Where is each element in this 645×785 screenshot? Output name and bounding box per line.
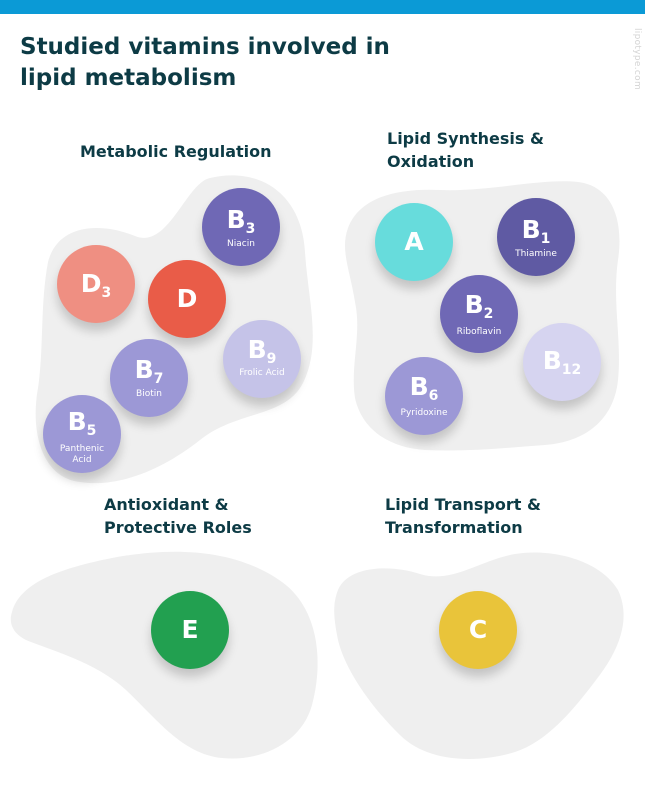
vitamin-b6-name: Pyridoxine bbox=[400, 408, 448, 418]
vitamin-d-letter: D bbox=[176, 284, 198, 313]
vitamin-d-circle: D bbox=[148, 260, 226, 338]
vitamin-b1-name: Thiamine bbox=[515, 249, 557, 259]
vitamin-b3-name: Niacin bbox=[227, 239, 255, 249]
vitamin-b2-name: Riboflavin bbox=[456, 327, 502, 337]
vitamin-b12-subscript: 12 bbox=[561, 362, 582, 378]
vitamin-d3-letter: D bbox=[80, 269, 102, 298]
vitamin-b6-circle: B6 Pyridoxine bbox=[385, 357, 463, 435]
vitamin-e-letter: E bbox=[181, 615, 199, 644]
vitamin-c-letter: C bbox=[468, 615, 488, 644]
vitamin-e-circle: E bbox=[151, 591, 229, 669]
vitamin-b2-letter: B bbox=[464, 290, 484, 319]
vitamin-b7-circle: B7 Biotin bbox=[110, 339, 188, 417]
vitamin-b1-subscript: 1 bbox=[540, 231, 551, 247]
vitamin-b5-subscript: 5 bbox=[86, 423, 97, 439]
vitamin-b7-letter: B bbox=[134, 355, 154, 384]
section-title-lipid-transport: Lipid Transport & Transformation bbox=[385, 495, 541, 537]
vitamin-c-circle: C bbox=[439, 591, 517, 669]
section-title-metabolic-regulation: Metabolic Regulation bbox=[80, 142, 272, 161]
vitamin-b1-circle: B1 Thiamine bbox=[497, 198, 575, 276]
vitamin-b5-name: Panthenic Acid bbox=[59, 444, 105, 465]
vitamin-b12-circle: B12 bbox=[523, 323, 601, 401]
vitamin-b7-subscript: 7 bbox=[153, 371, 164, 387]
vitamin-b9-subscript: 9 bbox=[266, 351, 277, 367]
vitamin-b1-letter: B bbox=[521, 215, 541, 244]
vitamin-b5-letter: B bbox=[67, 407, 87, 436]
vitamin-b2-subscript: 2 bbox=[483, 306, 494, 322]
vitamin-d3-circle: D3 bbox=[57, 245, 135, 323]
vitamin-d3-subscript: 3 bbox=[101, 285, 112, 301]
watermark: lipotype.com bbox=[632, 28, 642, 91]
vitamin-b2-circle: B2 Riboflavin bbox=[440, 275, 518, 353]
section-title-lipid-synthesis: Lipid Synthesis & Oxidation bbox=[387, 129, 544, 171]
section-title-antioxidant: Antioxidant & Protective Roles bbox=[104, 495, 252, 537]
vitamin-a-circle: A bbox=[375, 203, 453, 281]
vitamin-b3-subscript: 3 bbox=[245, 221, 256, 237]
vitamin-b3-letter: B bbox=[226, 205, 246, 234]
main-title: Studied vitamins involved in lipid metab… bbox=[20, 34, 390, 91]
vitamin-b7-name: Biotin bbox=[136, 389, 162, 399]
vitamin-b9-letter: B bbox=[247, 335, 267, 364]
vitamin-b5-circle: B5 Panthenic Acid bbox=[43, 395, 121, 473]
top-bar bbox=[0, 0, 645, 14]
vitamin-b6-letter: B bbox=[409, 372, 429, 401]
vitamin-b6-subscript: 6 bbox=[428, 388, 439, 404]
vitamin-b12-letter: B bbox=[542, 346, 562, 375]
vitamin-b3-circle: B3 Niacin bbox=[202, 188, 280, 266]
vitamin-a-letter: A bbox=[404, 227, 424, 256]
vitamin-b9-name: Frolic Acid bbox=[239, 368, 285, 378]
vitamin-b9-circle: B9 Frolic Acid bbox=[223, 320, 301, 398]
